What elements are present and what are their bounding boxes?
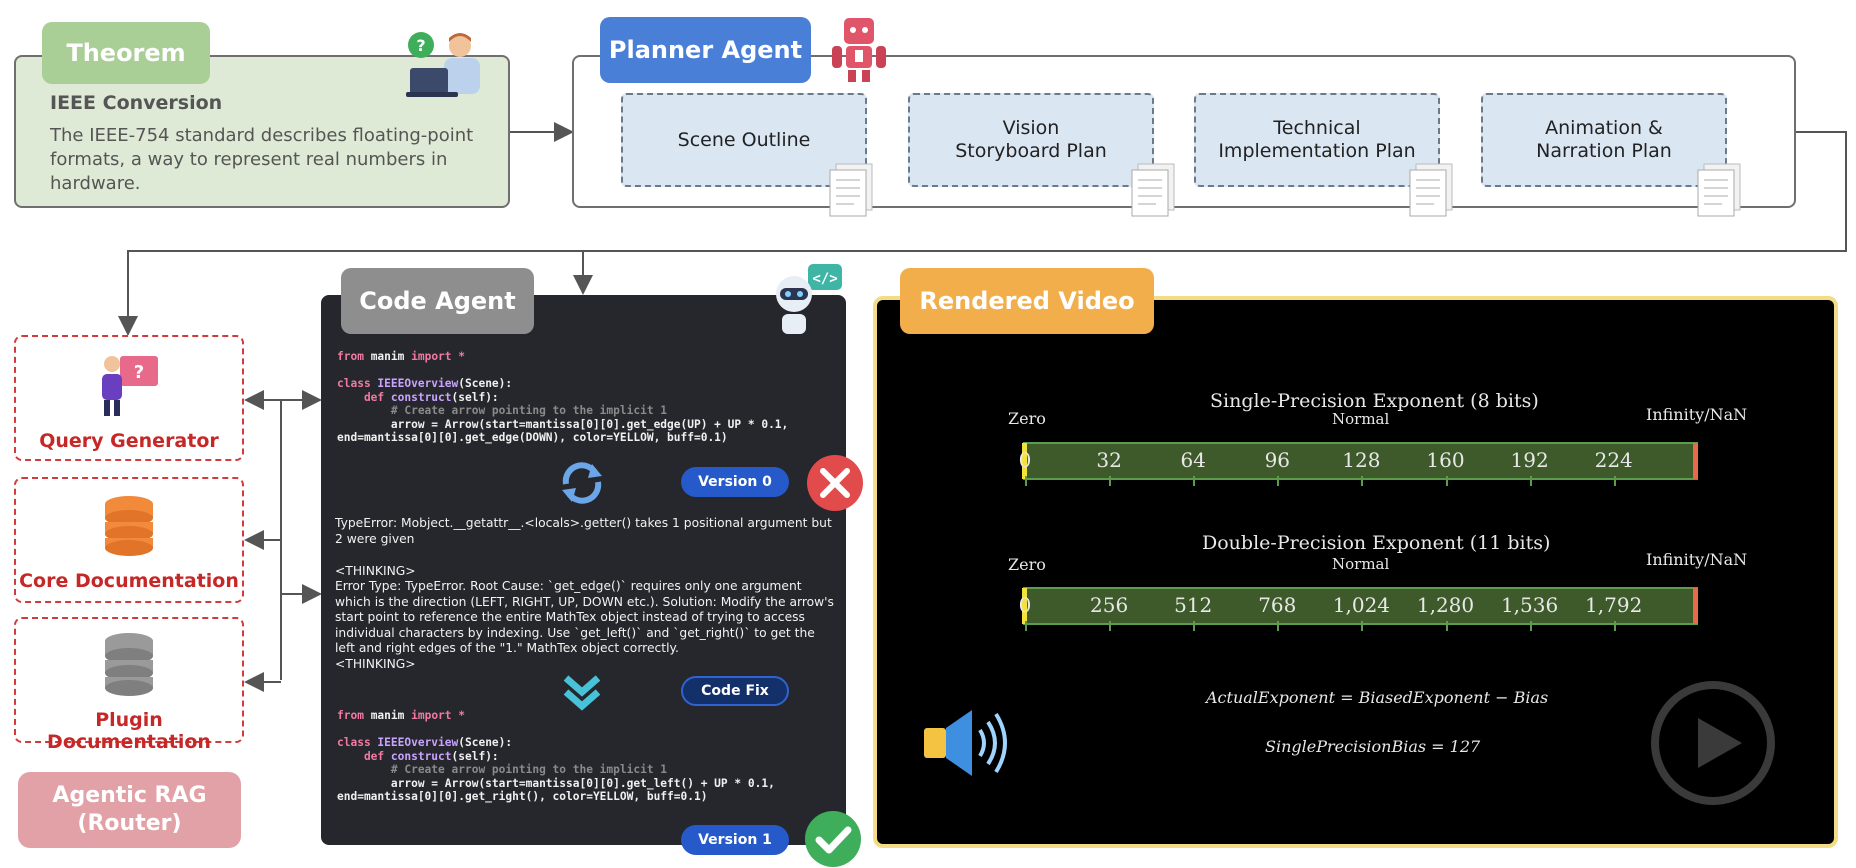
svg-text:?: ? [134, 362, 144, 383]
single-precision-bar [1023, 442, 1698, 480]
double-tick-mark [1361, 621, 1364, 631]
code-agent-panel [321, 295, 846, 845]
double-tick-mark [1445, 621, 1448, 631]
double-tick-mark [1529, 621, 1532, 631]
double-tick-label: 768 [1258, 593, 1297, 617]
code-version-0: from manim import * class IEEEOverview(S… [337, 350, 789, 444]
double-normal-label: Normal [1332, 555, 1390, 573]
double-precision-title: Double-Precision Exponent (11 bits) [1202, 532, 1551, 554]
single-inf-marker [1693, 443, 1698, 479]
database-icon [105, 633, 153, 696]
code-fix-pill: Code Fix [681, 676, 789, 706]
database-icon [105, 496, 153, 556]
version-0-pill: Version 0 [681, 467, 789, 497]
rag-core-documentation-label: Core Documentation [19, 570, 239, 592]
document-icon [829, 163, 873, 217]
arrow-planner-loop [118, 131, 1847, 336]
document-icon [1131, 163, 1175, 217]
error-x-icon [807, 455, 863, 511]
single-infinity-label: Infinity/NaN [1646, 405, 1748, 424]
double-tick-label: 0 [1018, 593, 1032, 617]
rendered-video-frame [873, 296, 1838, 848]
single-zero-label: Zero [1008, 409, 1046, 428]
double-tick-label: 1,024 [1332, 593, 1391, 617]
single-tick-mark [1361, 476, 1364, 486]
double-tick-label: 256 [1090, 593, 1129, 617]
theorem-tag: Theorem [42, 22, 210, 84]
double-tick-mark [1277, 621, 1280, 631]
planner-tag: Planner Agent [600, 17, 811, 83]
double-tick-mark [1613, 621, 1616, 631]
double-inf-marker [1693, 588, 1698, 624]
single-tick-label: 224 [1594, 448, 1633, 472]
single-tick-label: 192 [1510, 448, 1549, 472]
thinking-close: <THINKING> [335, 657, 416, 671]
rag-tag: Agentic RAG(Router) [18, 772, 241, 848]
document-icon [1697, 163, 1741, 217]
thinking-text: Error Type: TypeError. Root Cause: `get_… [335, 579, 834, 656]
rag-plugin-documentation-label: Plugin Documentation [47, 709, 211, 753]
single-tick-label: 0 [1018, 448, 1032, 472]
single-tick-mark [1529, 476, 1532, 486]
rendered-video-tag: Rendered Video [900, 268, 1154, 334]
single-tick-mark [1445, 476, 1448, 486]
version-1-pill: Version 1 [681, 825, 789, 855]
formula-single-bias: SinglePrecisionBias = 127 [1265, 737, 1481, 756]
double-zero-marker [1022, 588, 1027, 624]
single-tick-label: 64 [1180, 448, 1206, 472]
double-zero-label: Zero [1008, 555, 1046, 574]
single-tick-label: 96 [1264, 448, 1291, 472]
search-person-icon: ? [102, 356, 158, 416]
double-infinity-label: Infinity/NaN [1646, 550, 1748, 569]
double-tick-label: 1,280 [1416, 593, 1475, 617]
robot-icon [832, 18, 886, 82]
double-tick-mark [1193, 621, 1196, 631]
checkmark-icon [805, 811, 861, 867]
single-tick-mark [1193, 476, 1196, 486]
document-icon [1409, 163, 1453, 217]
double-tick-label: 1,792 [1585, 593, 1643, 617]
thinking-open: <THINKING> [335, 564, 416, 578]
question-person-icon: ? [406, 32, 480, 97]
single-tick-mark [1613, 476, 1616, 486]
single-tick-mark [1109, 476, 1112, 486]
double-tick-mark [1025, 621, 1027, 631]
svg-text:</>: </> [812, 271, 837, 287]
theorem-subtitle: IEEE Conversion [50, 92, 223, 114]
single-precision-title: Single-Precision Exponent (8 bits) [1210, 390, 1539, 412]
single-normal-label: Normal [1332, 410, 1390, 428]
single-tick-label: 32 [1096, 448, 1122, 472]
double-chevron-icon [563, 675, 601, 711]
rag-query-generator-box [14, 335, 244, 461]
double-tick-label: 512 [1174, 593, 1213, 617]
theorem-text: The IEEE-754 standard describes floating… [50, 125, 474, 194]
single-tick-label: 128 [1342, 448, 1381, 472]
single-zero-marker [1022, 443, 1027, 479]
speaker-icon[interactable] [920, 706, 1012, 780]
svg-text:?: ? [416, 36, 425, 55]
double-tick-mark [1109, 621, 1112, 631]
code-version-1: from manim import * class IEEEOverview(S… [337, 709, 775, 803]
single-tick-label: 160 [1426, 448, 1465, 472]
code-agent-tag: Code Agent [341, 268, 534, 334]
error-message: TypeError: Mobject.__getattr__.<locals>.… [335, 516, 832, 546]
code-robot-icon: </> [776, 264, 842, 334]
single-tick-mark [1277, 476, 1280, 486]
plan-animation-narration: Animation &Narration Plan [1481, 93, 1727, 187]
refresh-icon [562, 462, 602, 504]
single-tick-mark [1025, 476, 1027, 486]
double-tick-label: 1,536 [1500, 593, 1559, 617]
formula-actual-exponent: ActualExponent = BiasedExponent − Bias [1206, 688, 1549, 707]
play-icon[interactable] [1650, 680, 1776, 806]
double-precision-bar [1023, 587, 1698, 625]
rag-query-generator-label: Query Generator [39, 430, 219, 452]
plan-scene-outline: Scene Outline [621, 93, 867, 187]
